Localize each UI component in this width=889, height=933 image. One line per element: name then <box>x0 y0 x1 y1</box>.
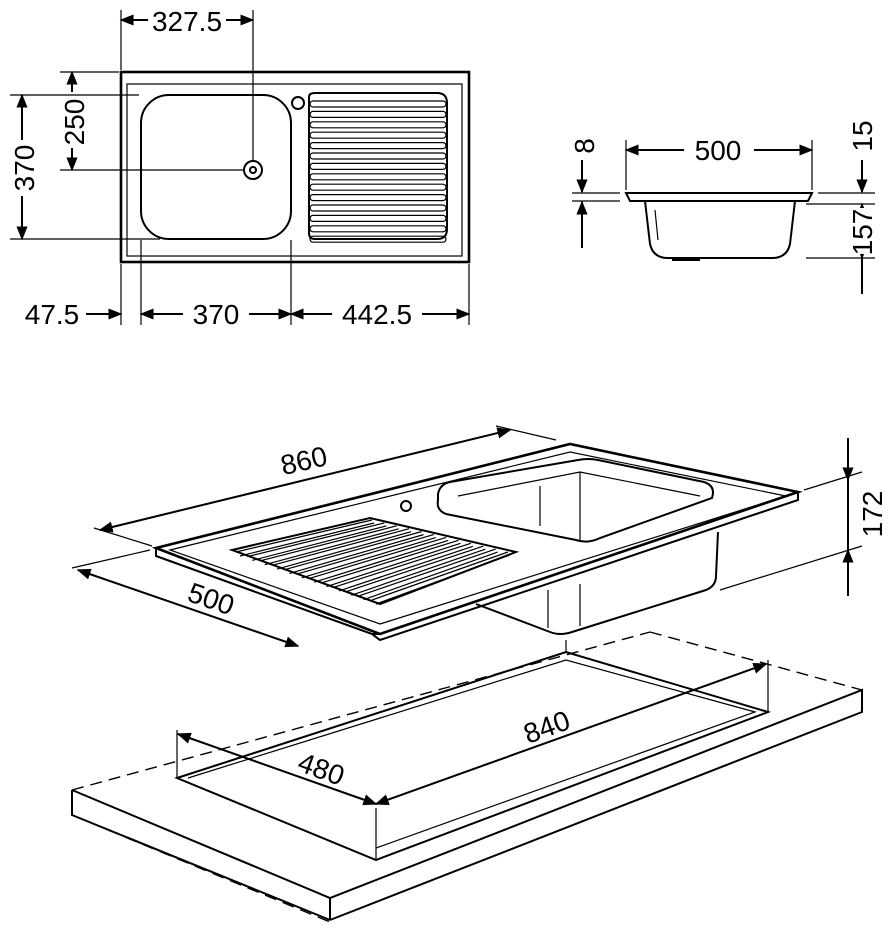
label-bg <box>58 92 88 148</box>
label-bg <box>332 298 422 328</box>
top-tap-hole <box>291 96 305 110</box>
iso-drainer-rib-shadow <box>375 554 511 605</box>
iso-bowl-side <box>547 584 581 628</box>
iso-bowl-walls <box>539 472 581 540</box>
dim-label-drainer-length: 442.5 <box>342 299 412 330</box>
iso-drainer-rib <box>347 545 484 592</box>
dim-line-480 <box>176 732 378 806</box>
dim-line-860 <box>98 427 512 533</box>
top-drain <box>243 160 263 180</box>
iso-drainer-rib <box>334 542 472 588</box>
iso-drainer-rib <box>322 539 459 584</box>
top-drain-center <box>249 166 257 174</box>
side-bowl-shade <box>654 209 659 241</box>
drainer-rib <box>309 194 447 202</box>
iso-drainer-rib <box>285 531 422 571</box>
label-bg <box>6 140 38 196</box>
top-view: 327.5 250 370 47.5 370 442.5 <box>6 6 471 330</box>
iso-drainer-rib <box>371 551 509 601</box>
drainer-rib <box>309 131 447 139</box>
drainer-rib <box>309 121 447 129</box>
dim-label-bowl-length: 370 <box>193 299 240 330</box>
countertop-front-left <box>71 790 331 921</box>
drainer-rib <box>309 100 447 108</box>
drainer-rib <box>309 235 447 243</box>
dim-label-rim: 8 <box>569 138 600 154</box>
iso-drainer-rib-shadow <box>338 545 474 592</box>
side-bowl <box>644 200 796 259</box>
countertop-back-edge <box>71 631 651 791</box>
countertop-top-surface <box>71 688 863 921</box>
top-drainer-outline <box>308 92 448 240</box>
label-bg <box>848 208 876 254</box>
iso-drainer-rib-shadow <box>264 528 399 566</box>
top-sink-outline <box>119 70 471 264</box>
iso-drainer-rib-shadow <box>289 534 424 575</box>
iso-sink-top <box>151 442 803 636</box>
cutout-opening <box>174 650 772 862</box>
countertop-dash-front <box>71 814 331 923</box>
iso-bowl-underside <box>475 531 719 635</box>
side-rim <box>624 192 814 202</box>
ext-line <box>71 549 151 569</box>
label-bg <box>684 134 754 164</box>
countertop-right-back-edge <box>649 631 863 691</box>
drainer-rib <box>309 110 447 119</box>
iso-drainer-rib-shadow <box>351 548 486 596</box>
dim-label-depth: 157 <box>847 209 878 256</box>
dim-label-drain-center: 327.5 <box>152 6 222 37</box>
drainer-rib <box>309 152 447 160</box>
dim-label-bowl-width: 250 <box>59 99 90 146</box>
drainer-rib <box>309 214 447 222</box>
top-bowl <box>140 94 292 240</box>
iso-view: 840 480 860 500 172 <box>71 425 888 923</box>
drainer-rib <box>309 142 447 150</box>
cutout-inner <box>187 659 757 849</box>
iso-drainer-rib <box>310 536 447 579</box>
drainer-rib <box>309 162 447 170</box>
dim-label-overall-depth: 370 <box>9 145 40 192</box>
label-bg <box>148 6 226 34</box>
iso-drainer-rib-shadow <box>301 536 436 579</box>
ext-line <box>93 527 153 547</box>
ext-line <box>495 425 557 441</box>
ext-line <box>803 471 863 491</box>
dim-label-cutout-length: 840 <box>519 705 574 750</box>
drainer-rib <box>309 173 447 181</box>
dim-label-iso-height: 172 <box>857 491 888 538</box>
drainer-rib <box>309 225 447 233</box>
iso-drainer-rib <box>359 548 496 597</box>
dim-line-iso-500 <box>76 568 300 648</box>
dim-line-840 <box>374 662 768 806</box>
ext-line <box>719 545 863 591</box>
label-bg <box>183 298 249 328</box>
dim-label-side-width: 500 <box>695 135 742 166</box>
drainer-rib <box>309 204 447 212</box>
side-view: 500 8 15 157 <box>569 120 878 294</box>
drainer-rib <box>309 183 447 191</box>
iso-drainer-rib <box>297 533 434 575</box>
iso-drainer-rib <box>272 528 410 566</box>
dim-label-cutout-width: 480 <box>294 747 349 792</box>
dim-label-left-offset: 47.5 <box>25 299 80 330</box>
iso-drainer-rib-shadow <box>276 531 412 570</box>
top-drainer-ribs <box>309 100 447 243</box>
iso-drainer-rib-shadow <box>363 551 498 601</box>
dim-label-lip: 15 <box>847 120 878 151</box>
iso-drainer-rib-shadow <box>326 542 461 588</box>
iso-drainer-rib-shadow <box>314 539 449 583</box>
